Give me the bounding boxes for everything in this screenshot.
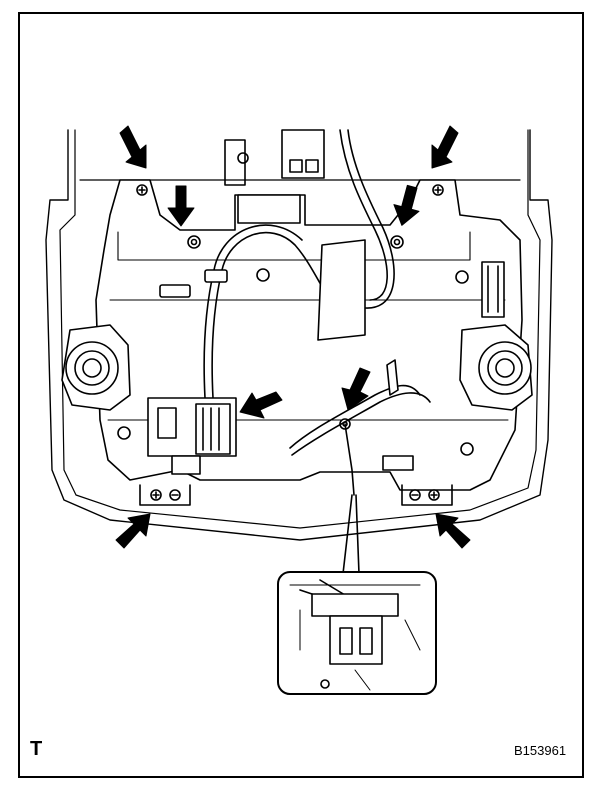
arrow-icon <box>393 184 420 226</box>
left-grommet <box>61 324 131 411</box>
arrow-icon <box>119 125 147 169</box>
right-grommet <box>459 324 533 411</box>
arrow-icon <box>431 125 459 169</box>
figure-code-label: B153961 <box>514 743 567 758</box>
arrow-icon <box>167 185 195 227</box>
arrow-markers <box>115 125 471 549</box>
screw-icons <box>136 184 444 501</box>
arrow-icon <box>239 391 283 419</box>
wire-harness <box>203 129 431 496</box>
clip-right <box>382 455 414 471</box>
arrow-icon <box>341 367 371 411</box>
arrow-icon <box>115 513 151 549</box>
illustration-frame <box>18 12 584 778</box>
harness-connector-left <box>147 397 237 475</box>
connector-detail-inset <box>277 571 437 695</box>
view-letter-label: T <box>30 738 43 760</box>
arrow-icon <box>435 513 471 549</box>
